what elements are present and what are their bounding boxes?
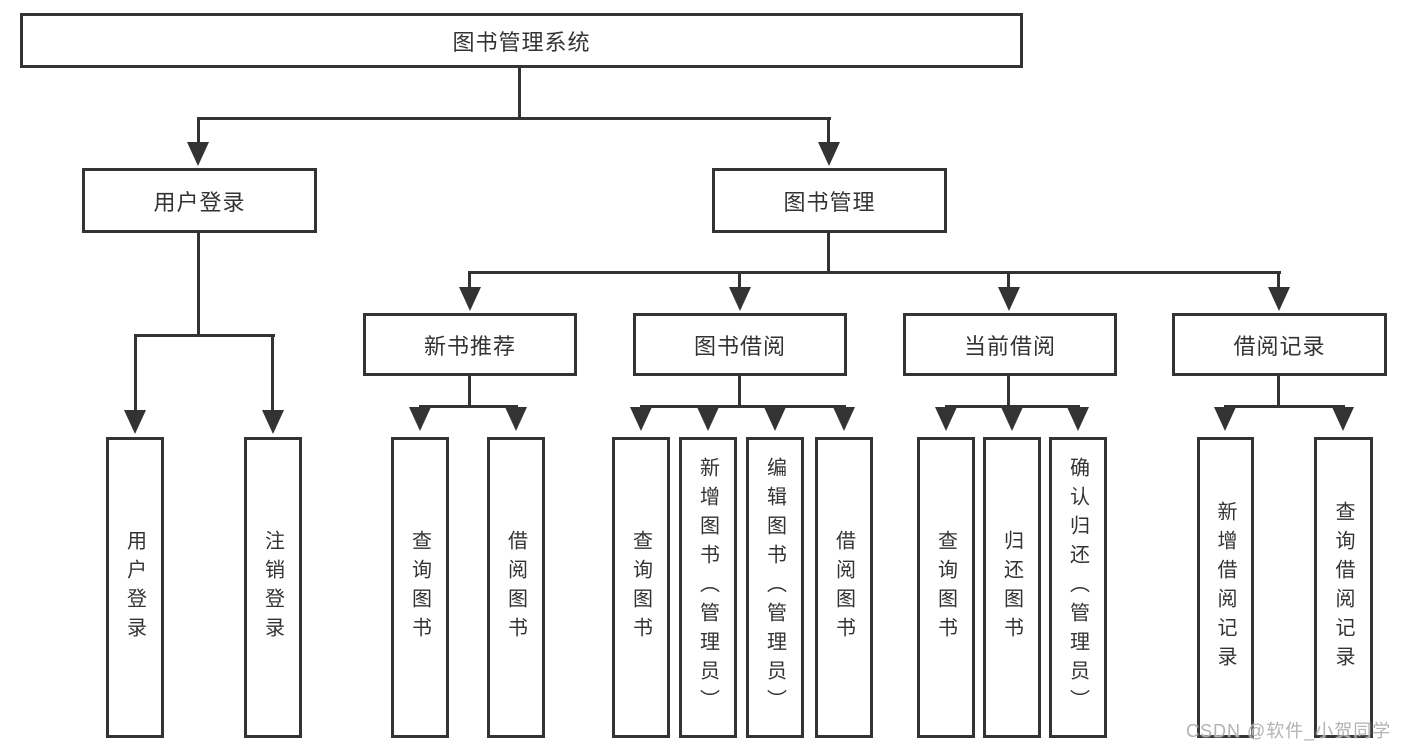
node-leaf-logout: 注销登录	[244, 437, 302, 738]
arrowhead-return-book	[1001, 407, 1023, 431]
connector-shaft-book-mgmt	[827, 117, 830, 147]
connector-book-borrow-stem	[738, 376, 741, 408]
node-current-borrow: 当前借阅	[903, 313, 1117, 376]
connector-user-login-bus	[134, 334, 275, 337]
node-leaf-query-book-3-label: 查询图书	[934, 529, 957, 646]
node-leaf-borrow-book-1: 借阅图书	[487, 437, 545, 738]
node-leaf-edit-book-label: 编辑图书（管理员）	[763, 457, 786, 718]
connector-shaft-book-borrow	[738, 271, 741, 293]
node-leaf-query-record: 查询借阅记录	[1314, 437, 1373, 738]
arrowhead-leaf-login	[124, 410, 146, 434]
connector-shaft-borrow-records	[1277, 271, 1280, 293]
arrowhead-leaf-logout	[262, 410, 284, 434]
node-borrow-records-label: 借阅记录	[1233, 333, 1326, 359]
connector-new-book-stem	[468, 376, 471, 408]
node-leaf-add-record: 新增借阅记录	[1197, 437, 1254, 738]
node-leaf-query-book-2-label: 查询图书	[629, 529, 652, 646]
arrowhead-new-book	[459, 287, 481, 311]
csdn-watermark: CSDN @软件_小贺同学	[1186, 721, 1392, 741]
node-book-mgmt: 图书管理	[712, 168, 947, 233]
node-leaf-query-book-1: 查询图书	[391, 437, 449, 738]
node-leaf-add-record-label: 新增借阅记录	[1214, 500, 1236, 675]
arrowhead-user-login	[187, 142, 209, 166]
arrowhead-query-book-1	[409, 407, 431, 431]
node-leaf-logout-label: 注销登录	[261, 529, 284, 646]
node-new-book-rec: 新书推荐	[363, 313, 577, 376]
connector-book-mgmt-stem	[827, 233, 830, 274]
node-leaf-user-login: 用户登录	[106, 437, 164, 738]
connector-root-stem	[518, 68, 521, 118]
arrowhead-query-book-3	[935, 407, 957, 431]
node-book-borrow: 图书借阅	[633, 313, 847, 376]
connector-shaft-current-borrow	[1007, 271, 1010, 293]
connector-user-login-stem	[197, 233, 200, 336]
arrowhead-current-borrow	[998, 287, 1020, 311]
node-leaf-add-book: 新增图书（管理员）	[679, 437, 737, 738]
node-leaf-confirm-return-label: 确认归还（管理员）	[1066, 457, 1089, 718]
connector-borrow-records-bus	[1224, 405, 1345, 408]
node-root-label: 图书管理系统	[452, 29, 591, 55]
arrowhead-borrow-records	[1268, 287, 1290, 311]
node-book-mgmt-label: 图书管理	[783, 189, 876, 215]
arrowhead-book-mgmt	[818, 142, 840, 166]
arrowhead-add-book	[697, 407, 719, 431]
node-borrow-records: 借阅记录	[1172, 313, 1387, 376]
node-leaf-user-login-label: 用户登录	[123, 529, 146, 646]
connector-root-bus	[197, 117, 831, 120]
node-leaf-borrow-book-2: 借阅图书	[815, 437, 873, 738]
node-current-borrow-label: 当前借阅	[963, 333, 1056, 359]
node-leaf-return-book: 归还图书	[983, 437, 1041, 738]
node-leaf-query-book-1-label: 查询图书	[408, 529, 431, 646]
connector-book-mgmt-bus	[468, 271, 1281, 274]
node-leaf-edit-book: 编辑图书（管理员）	[746, 437, 804, 738]
arrowhead-book-borrow	[729, 287, 751, 311]
node-new-book-rec-label: 新书推荐	[423, 333, 516, 359]
node-user-login-label: 用户登录	[153, 189, 246, 215]
connector-current-borrow-bus	[945, 405, 1080, 408]
connector-shaft-user-login	[197, 117, 200, 147]
arrowhead-confirm-return	[1067, 407, 1089, 431]
node-leaf-query-book-2: 查询图书	[612, 437, 670, 738]
arrowhead-edit-book	[764, 407, 786, 431]
node-leaf-borrow-book-2-label: 借阅图书	[832, 529, 855, 646]
node-leaf-query-book-3: 查询图书	[917, 437, 975, 738]
node-leaf-add-book-label: 新增图书（管理员）	[696, 457, 719, 718]
connector-shaft-leaf-logout	[271, 334, 274, 412]
node-book-borrow-label: 图书借阅	[693, 333, 786, 359]
arrowhead-query-record	[1332, 407, 1354, 431]
arrowhead-borrow-book-2	[833, 407, 855, 431]
node-user-login: 用户登录	[82, 168, 317, 233]
node-root: 图书管理系统	[20, 13, 1023, 68]
connector-current-borrow-stem	[1007, 376, 1010, 408]
node-leaf-query-record-label: 查询借阅记录	[1332, 500, 1354, 675]
connector-book-borrow-bus	[640, 405, 846, 408]
connector-new-book-bus	[419, 405, 518, 408]
node-leaf-borrow-book-1-label: 借阅图书	[504, 529, 527, 646]
arrowhead-query-book-2	[630, 407, 652, 431]
node-leaf-confirm-return: 确认归还（管理员）	[1049, 437, 1107, 738]
node-leaf-return-book-label: 归还图书	[1000, 529, 1023, 646]
connector-shaft-leaf-login	[134, 334, 137, 412]
arrowhead-add-record	[1214, 407, 1236, 431]
connector-shaft-new-book	[468, 271, 471, 293]
connector-borrow-records-stem	[1277, 376, 1280, 408]
arrowhead-borrow-book-1	[505, 407, 527, 431]
